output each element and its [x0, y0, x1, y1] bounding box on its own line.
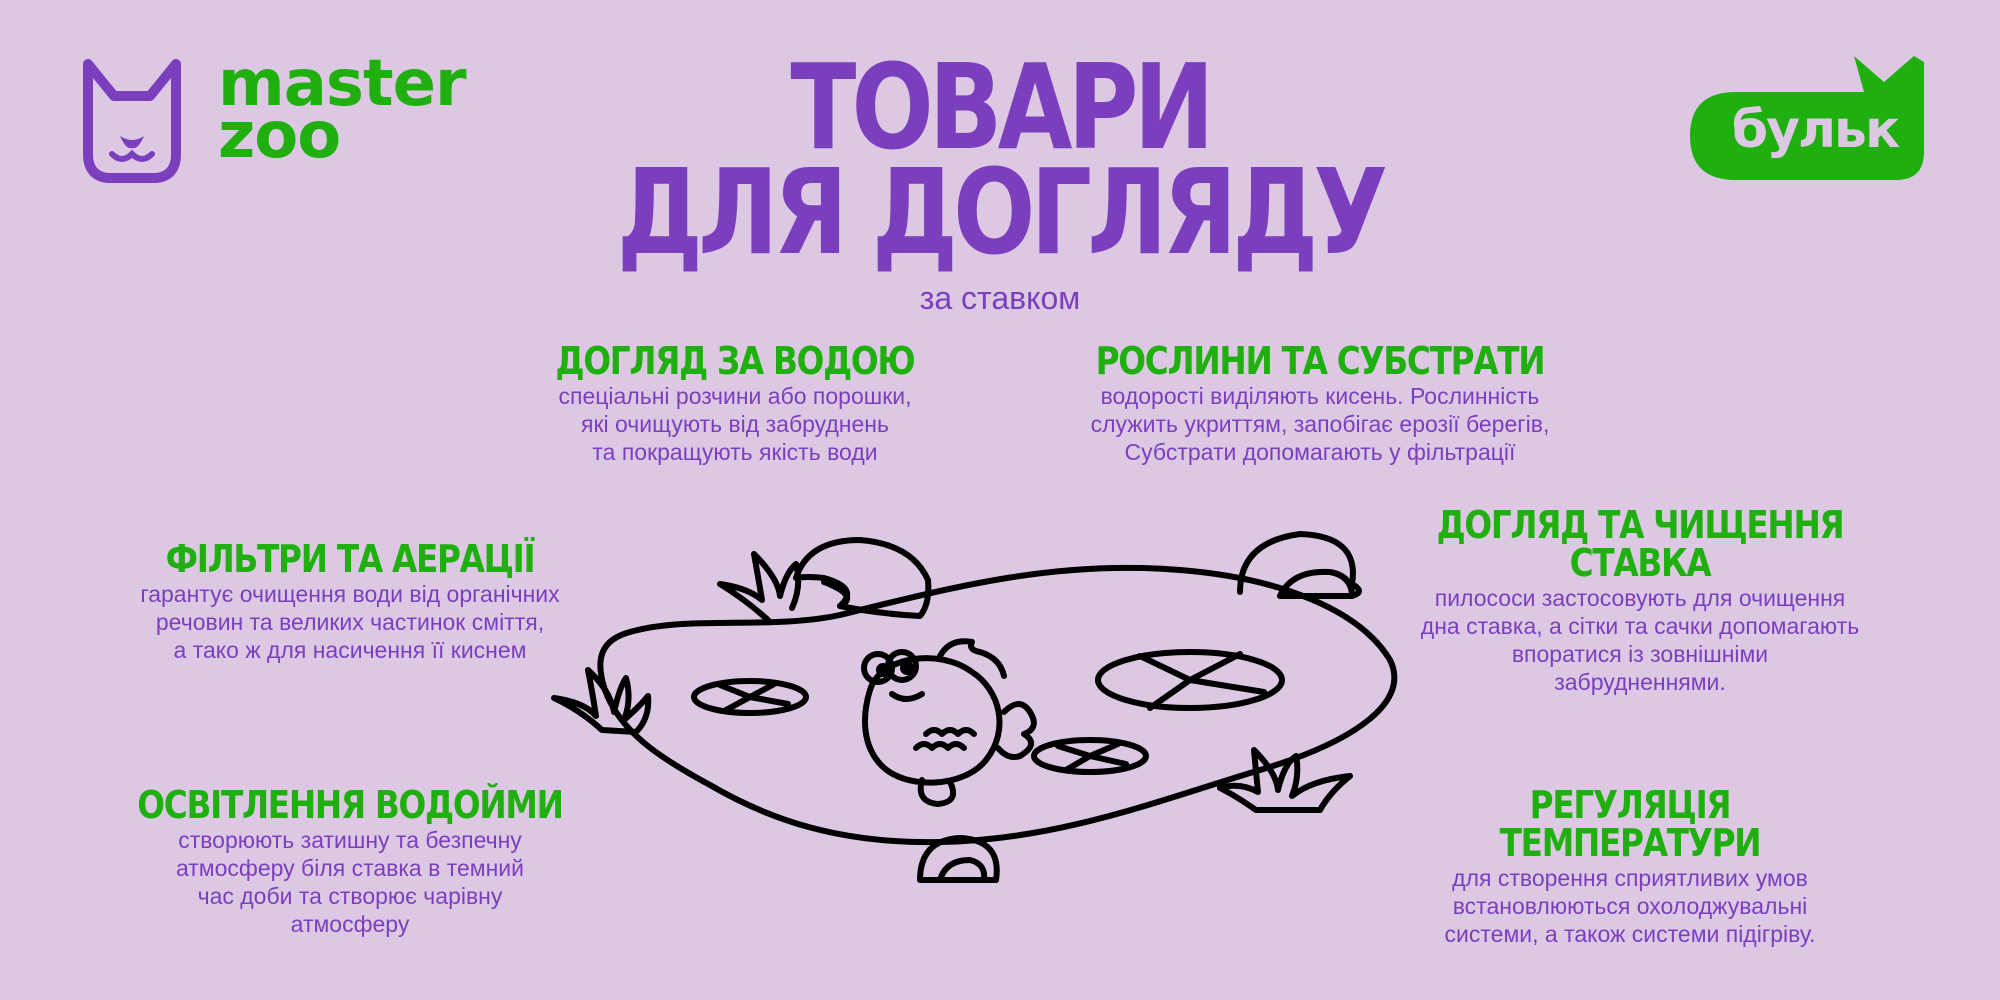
grass-bottom-right-icon	[1217, 747, 1353, 813]
section-cleaning-title-1: ДОГЛЯД ТА ЧИЩЕННЯ	[1436, 503, 1845, 547]
section-plants-title: РОСЛИНИ ТА СУБСТРАТИ	[1095, 339, 1546, 383]
section-water-care-line: та покращують якість води	[592, 439, 878, 465]
section-lighting-line: атмосферу	[290, 911, 410, 937]
rock-top-right-icon	[1237, 531, 1362, 599]
section-temperature-title: РЕГУЛЯЦІЯ ТЕМПЕРАТУРИ	[1499, 783, 1762, 865]
lily-pad-right-icon	[1095, 649, 1285, 711]
section-lighting-title: ОСВІТЛЕННЯ ВОДОЙМИ	[137, 783, 564, 827]
section-plants-line: Субстрати допомагають у фільтрації	[1124, 439, 1516, 465]
brand-line-2: zoo	[218, 99, 341, 173]
section-cleaning-line: впоратися із зовнішніми	[1511, 641, 1769, 667]
lily-pad-left-icon	[691, 678, 809, 716]
section-filters-title: ФІЛЬТРИ ТА АЕРАЦІЇ	[165, 537, 536, 581]
section-temperature-line: системи, а також системи підігріву.	[1444, 921, 1816, 947]
badge-shape-icon	[1690, 56, 1924, 180]
brand-line-1: master	[218, 47, 467, 121]
section-cleaning: ДОГЛЯД ТА ЧИЩЕННЯ СТАВКА пилососи застос…	[1360, 506, 1920, 696]
section-water-care-title: ДОГЛЯД ЗА ВОДОЮ	[555, 339, 916, 383]
section-water-care-line: які очищують від забруднень	[581, 411, 889, 437]
section-temperature-line: для створення сприятливих умов	[1452, 865, 1808, 891]
section-plants-line: водорості виділяють кисень. Рослинність	[1100, 383, 1540, 409]
brand-logo: master zoo	[218, 47, 467, 173]
grass-top-left-icon	[717, 551, 802, 623]
pond-outline	[597, 564, 1398, 846]
section-cleaning-line: дна ставка, а сітки та сачки допомагають	[1420, 613, 1860, 639]
section-filters-line: гарантує очищення води від органічних	[140, 581, 560, 607]
section-plants-line: служить укриттям, запобігає ерозії берег…	[1090, 411, 1550, 437]
section-plants: РОСЛИНИ ТА СУБСТРАТИ водорості виділяють…	[1020, 342, 1620, 466]
cat-head-icon	[83, 59, 181, 183]
section-filters-line: речовин та великих частинок сміття,	[155, 609, 545, 635]
rock-bottom-icon	[917, 835, 1000, 883]
section-filters: ФІЛЬТРИ ТА АЕРАЦІЇ гарантує очищення вод…	[70, 540, 630, 664]
rock-top-left-icon	[793, 537, 932, 619]
section-cleaning-line: забрудненнями.	[1554, 669, 1726, 695]
section-cleaning-line: пилососи застосовують для очищення	[1434, 585, 1846, 611]
section-water-care-line: спеціальні розчини або порошки,	[558, 383, 912, 409]
section-lighting: ОСВІТЛЕННЯ ВОДОЙМИ створюють затишну та …	[90, 786, 610, 938]
section-filters-line: а тако ж для насичення її киснем	[173, 637, 527, 663]
lily-pad-bottom-icon	[1031, 737, 1149, 775]
section-temperature-line: встановлюються охолоджувальні	[1452, 893, 1808, 919]
section-lighting-line: атмосферу біля ставка в темний	[175, 855, 525, 881]
grass-left-icon	[551, 667, 652, 735]
page-title-line-1: ТОВАРИ	[790, 38, 1214, 176]
section-temperature: РЕГУЛЯЦІЯ ТЕМПЕРАТУРИ для створення спри…	[1360, 786, 1900, 948]
section-cleaning-title-2: СТАВКА	[1569, 541, 1712, 585]
page-subtitle: за ставком	[919, 280, 1081, 316]
section-water-care: ДОГЛЯД ЗА ВОДОЮ спеціальні розчини або п…	[470, 342, 1000, 466]
page-title-line-2: ДЛЯ ДОГЛЯДУ	[616, 143, 1388, 281]
pond-with-fish-illustration	[551, 531, 1398, 883]
badge-label: бульк	[1731, 100, 1900, 160]
section-lighting-line: створюють затишну та безпечну	[178, 827, 522, 853]
section-lighting-line: час доби та створює чарівну	[197, 883, 503, 909]
fish-icon	[862, 655, 1003, 786]
